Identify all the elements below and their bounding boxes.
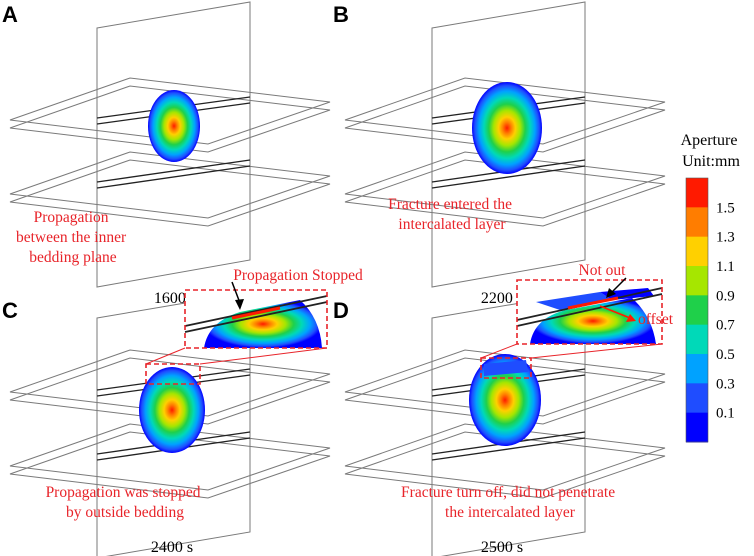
- stop-marker: [231, 306, 281, 320]
- panel-d: D: [333, 262, 674, 556]
- colorbar-title: Aperture Unit:mm: [681, 132, 742, 170]
- vertical-plane: [431, 1, 586, 288]
- caption-b: Fracture entered the intercalated layer: [388, 196, 516, 233]
- callout-propagation-stopped: Propagation Stopped: [233, 267, 363, 284]
- time-label-c: 2400 s: [151, 539, 193, 556]
- colorbar-tick-label: 0.7: [716, 318, 735, 334]
- fracture: [139, 367, 205, 453]
- colorbar-cell: [686, 236, 708, 267]
- colorbar-tick-label: 1.3: [716, 230, 735, 246]
- time-label-d: 2500 s: [481, 539, 523, 556]
- colorbar-cell: [686, 354, 708, 384]
- fracture: [469, 354, 541, 446]
- colorbar-tick-label: 1.5: [716, 200, 735, 216]
- arrow-head: [235, 299, 244, 310]
- vertical-plane: [96, 1, 251, 288]
- zoom-box: [145, 363, 201, 385]
- offset-arrow: [599, 305, 631, 319]
- callout-not-out: Not out: [579, 262, 627, 279]
- zoom-inset: [184, 289, 328, 349]
- colorbar-tick-label: 0.5: [716, 347, 735, 363]
- fracture-offset-sheet: [484, 360, 528, 376]
- time-label-b: 2200 s: [481, 290, 523, 307]
- colorbar-cell: [686, 266, 708, 296]
- fracture-zoom: [530, 298, 656, 344]
- colorbar-cell: [686, 295, 708, 326]
- colorbar-tick-label: 0.1: [716, 406, 735, 422]
- panel-c: C Propagation Stopped: [2, 267, 363, 556]
- stop-marker: [567, 296, 619, 310]
- colorbar-ticks: 1.5 1.3 1.1 0.9 0.7 0.5 0.3 0.1: [716, 200, 735, 421]
- colorbar-cell: [686, 207, 708, 238]
- arrow: [231, 281, 241, 304]
- arrow-head: [606, 288, 616, 298]
- zoom-inset: [516, 279, 663, 345]
- colorbar-cell: [686, 412, 708, 443]
- panel-letter-d: D: [333, 298, 349, 323]
- caption-a: Propagation between the inner bedding pl…: [16, 209, 130, 266]
- colorbar-cell: [686, 178, 708, 208]
- panel-letter-a: A: [2, 2, 18, 27]
- arrow: [611, 277, 627, 293]
- zoom-box: [480, 357, 532, 379]
- caption-c: Propagation was stopped by outside beddi…: [46, 484, 205, 521]
- caption-d: Fracture turn off, did not penetrate the…: [401, 484, 619, 521]
- colorbar-tick-label: 0.3: [716, 376, 735, 392]
- panel-letter-b: B: [333, 2, 349, 27]
- panel-letter-c: C: [2, 298, 18, 323]
- colorbar-cell: [686, 383, 708, 414]
- panel-a: A Propagation between the inner bedding …: [2, 1, 331, 307]
- colorbar-cell: [686, 324, 708, 355]
- colorbar: Aperture Unit:mm 1.5 1.3 1.1 0.9 0.7 0.5 0.3 0.…: [681, 132, 742, 443]
- fracture: [472, 82, 542, 174]
- bedding-lower: [344, 151, 666, 227]
- fracture-zoom: [204, 300, 322, 348]
- colorbar-tick-label: 0.9: [716, 288, 735, 304]
- callout-offset: offset: [638, 311, 674, 328]
- panel-b: B Fracture entered the intercalated laye…: [333, 1, 666, 307]
- fracture: [148, 90, 200, 162]
- colorbar-scale: [685, 177, 709, 443]
- colorbar-tick-label: 1.1: [716, 259, 735, 275]
- bedding-lower: [9, 151, 331, 227]
